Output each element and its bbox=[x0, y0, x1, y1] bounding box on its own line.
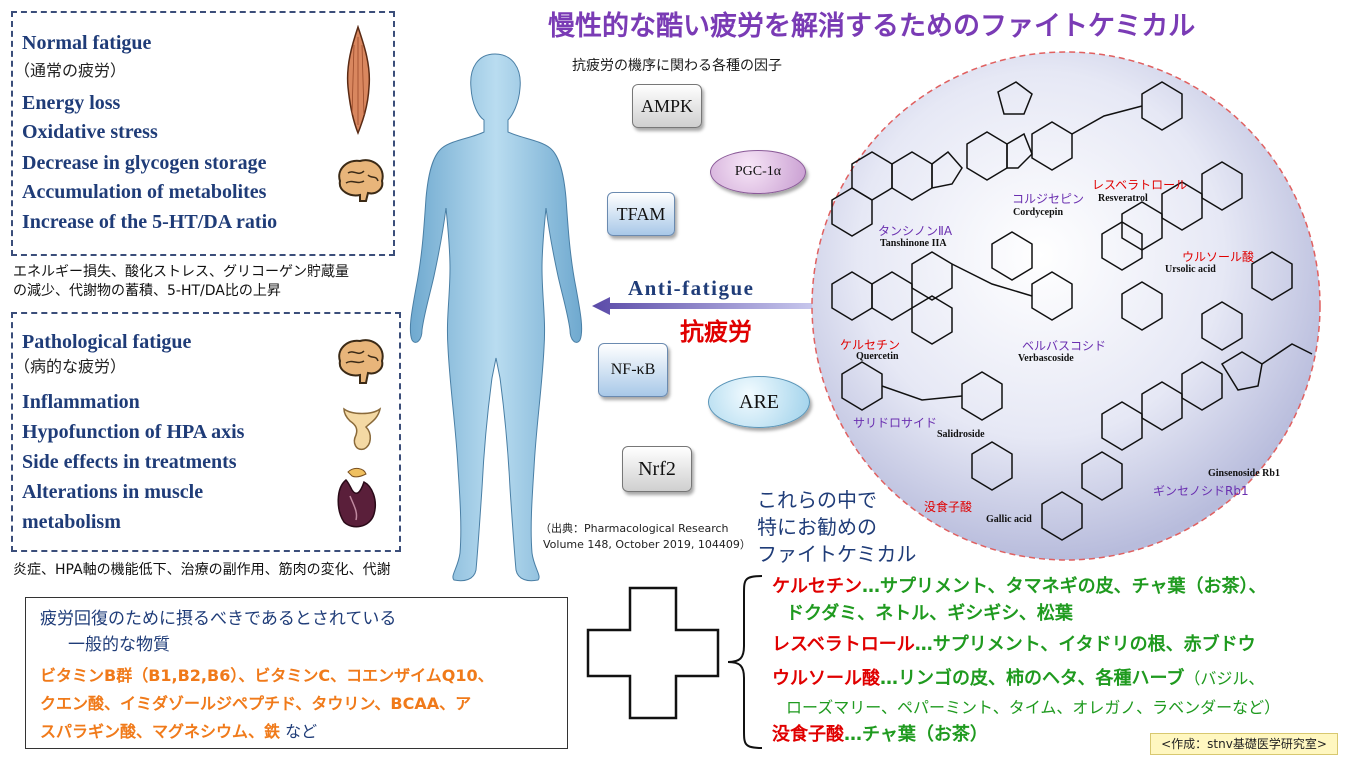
general-line-1: ビタミンB群（B1,B2,B6）、ビタミンC、コエンザイムQ10、 bbox=[40, 666, 494, 685]
pathological-heading: Pathological fatigue bbox=[22, 331, 192, 353]
pathological-caption: 炎症、HPA軸の機能低下、治療の副作用、筋肉の変化、代謝 bbox=[13, 562, 391, 578]
mol-tanshinone-jp: タンシノンⅡA bbox=[878, 224, 953, 238]
normal-item: Oxidative stress bbox=[22, 121, 158, 143]
general-line-3: スパラギン酸、マグネシウム、鉄 など bbox=[40, 718, 317, 742]
recommend-heading-3: ファイトケミカル bbox=[757, 542, 917, 566]
rec-ursolic-name: ウルソール酸 bbox=[772, 668, 880, 689]
factor-are: ARE bbox=[708, 376, 810, 428]
mol-ginsenoside-en: Ginsenoside Rb1 bbox=[1208, 468, 1280, 479]
general-substances-box bbox=[25, 597, 568, 749]
pathological-item: Side effects in treatments bbox=[22, 451, 237, 473]
mol-ursolic-en: Ursolic acid bbox=[1165, 264, 1216, 275]
general-line-3-tail: など bbox=[280, 722, 318, 741]
anti-fatigue-label: Anti-fatigue bbox=[628, 276, 755, 300]
normal-caption-1: エネルギー損失、酸化ストレス、グリコーゲン貯蔵量 bbox=[13, 264, 349, 280]
plus-icon bbox=[586, 586, 720, 720]
recommend-heading-2: 特にお勧めの bbox=[757, 515, 877, 539]
mol-cordycepin-en: Cordycepin bbox=[1013, 207, 1063, 218]
mol-quercetin-jp: ケルセチン bbox=[840, 338, 901, 352]
pathological-item: metabolism bbox=[22, 511, 121, 533]
rec-resveratrol-name: レスベラトロール bbox=[772, 634, 915, 655]
brain-icon bbox=[338, 339, 384, 384]
rec-gallic-src: …チャ葉（お茶） bbox=[844, 724, 988, 745]
rec-gallic: 没食子酸…チャ葉（お茶） bbox=[772, 722, 988, 748]
brain-icon bbox=[338, 159, 384, 202]
factors-header: 抗疲労の機序に関わる各種の因子 bbox=[572, 58, 782, 74]
phytochemical-sphere bbox=[811, 51, 1321, 561]
mol-gallic-en: Gallic acid bbox=[986, 514, 1032, 525]
general-line-2: クエン酸、イミダゾールジペプチド、タウリン、BCAA、ア bbox=[40, 694, 472, 713]
recommend-heading-1: これらの中で bbox=[757, 488, 877, 512]
adrenal-kidney-icon bbox=[337, 467, 376, 528]
source-line-1: （出典：Pharmacological Research bbox=[540, 522, 729, 535]
rec-ursolic-src-b: （バジル、 bbox=[1184, 669, 1265, 688]
rec-quercetin-2: ドクダミ、ネトル、ギシギシ、松葉 bbox=[786, 601, 1073, 627]
general-heading-1: 疲労回復のために摂るべきであるとされている bbox=[40, 609, 397, 629]
normal-item: Accumulation of metabolites bbox=[22, 181, 267, 203]
mol-ginsenoside-jp: ギンセノシドRb1 bbox=[1153, 484, 1249, 498]
factor-tfam: TFAM bbox=[607, 192, 675, 236]
mol-cordycepin-jp: コルジセピン bbox=[1012, 192, 1085, 206]
mol-verbascoside-en: Verbascoside bbox=[1018, 353, 1074, 364]
pituitary-icon bbox=[343, 407, 382, 451]
rec-quercetin-src2: ドクダミ、ネトル、ギシギシ、松葉 bbox=[786, 603, 1073, 624]
mol-tanshinone-en: Tanshinone IIA bbox=[880, 238, 947, 249]
normal-item: Energy loss bbox=[22, 92, 121, 114]
factor-nrf2: Nrf2 bbox=[622, 446, 692, 492]
rec-ursolic: ウルソール酸…リンゴの皮、柿のヘタ、各種ハーブ（バジル、 bbox=[772, 666, 1264, 692]
anti-fatigue-jp: 抗疲労 bbox=[680, 318, 752, 346]
rec-gallic-name: 没食子酸 bbox=[772, 724, 844, 745]
credit-label: <作成：stnv基礎医学研究室> bbox=[1150, 733, 1338, 755]
muscle-icon bbox=[346, 25, 371, 135]
mol-quercetin-en: Quercetin bbox=[856, 351, 899, 362]
mol-salidroside-en: Salidroside bbox=[937, 429, 985, 440]
rec-ursolic-2: ローズマリー、ペパーミント、タイム、オレガノ、ラベンダーなど） bbox=[786, 698, 1281, 717]
rec-ursolic-src: …リンゴの皮、柿のヘタ、各種ハーブ bbox=[880, 668, 1185, 689]
mol-resveratrol-en: Resveratrol bbox=[1098, 193, 1148, 204]
pathological-item: Hypofunction of HPA axis bbox=[22, 421, 245, 443]
rec-quercetin-src: …サプリメント、タマネギの皮、チャ葉（お茶）、 bbox=[862, 576, 1267, 597]
mol-resveratrol-jp: レスベラトロール bbox=[1092, 178, 1188, 192]
rec-quercetin-name: ケルセチン bbox=[772, 576, 862, 597]
mol-ursolic-jp: ウルソール酸 bbox=[1182, 250, 1255, 264]
factor-nfkb: NF-κB bbox=[598, 343, 668, 397]
pathological-item: Inflammation bbox=[22, 391, 140, 413]
page-title: 慢性的な酷い疲労を解消するためのファイトケミカル bbox=[548, 11, 1196, 42]
general-line-3-text: スパラギン酸、マグネシウム、鉄 bbox=[40, 722, 281, 741]
factor-ampk: AMPK bbox=[632, 84, 702, 128]
rec-quercetin: ケルセチン…サプリメント、タマネギの皮、チャ葉（お茶）、 bbox=[772, 574, 1266, 600]
normal-caption-2: の減少、代謝物の蓄積、5-HT/DA比の上昇 bbox=[13, 283, 281, 299]
rec-resveratrol-src: …サプリメント、イタドリの根、赤ブドウ bbox=[914, 634, 1256, 655]
factor-pgc1a: PGC-1α bbox=[710, 150, 806, 194]
normal-fatigue-sub: （通常の疲労） bbox=[14, 61, 127, 80]
pathological-item: Alterations in muscle bbox=[22, 481, 204, 503]
normal-fatigue-box bbox=[11, 11, 395, 256]
mol-salidroside-jp: サリドロサイド bbox=[853, 416, 938, 430]
normal-item: Decrease in glycogen storage bbox=[22, 152, 267, 174]
pathological-fatigue-box bbox=[11, 312, 401, 552]
normal-item: Increase of the 5-HT/DA ratio bbox=[22, 211, 278, 233]
bracket bbox=[727, 575, 763, 749]
anti-fatigue-arrow bbox=[592, 297, 816, 315]
general-heading-2: 一般的な物質 bbox=[68, 635, 170, 655]
mol-gallic-jp: 没食子酸 bbox=[924, 500, 973, 514]
human-body-icon bbox=[409, 53, 583, 582]
pathological-sub: （病的な疲労） bbox=[14, 357, 127, 376]
mol-verbascoside-jp: ベルバスコシド bbox=[1022, 339, 1107, 353]
rec-resveratrol: レスベラトロール…サプリメント、イタドリの根、赤ブドウ bbox=[772, 632, 1256, 658]
source-line-2: Volume 148, October 2019, 104409） bbox=[543, 538, 751, 551]
normal-fatigue-heading: Normal fatigue bbox=[22, 32, 152, 54]
